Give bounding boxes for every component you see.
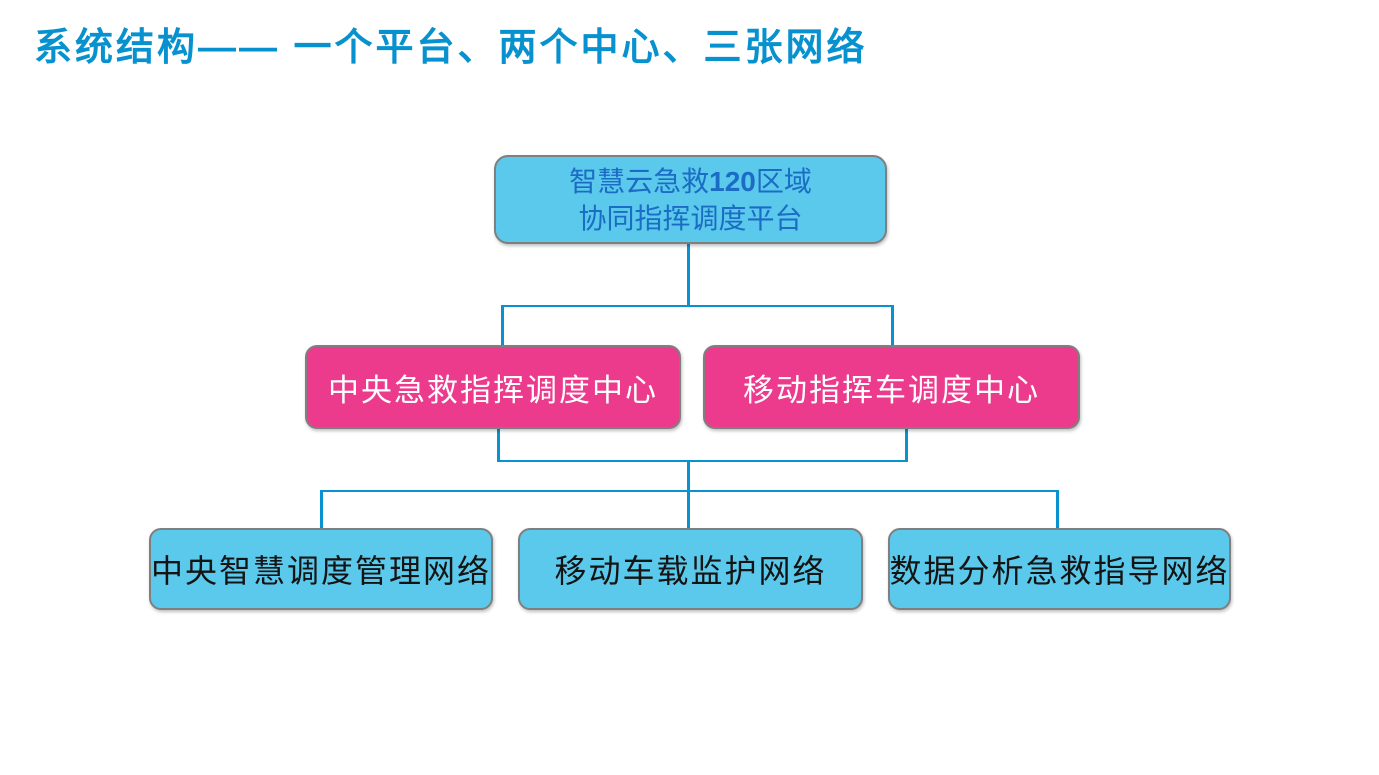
network-box-mobile-vehicle-monitoring-label: 移动车载监护网络 [554,552,827,590]
connector-middle-drop [687,460,690,528]
platform-box-line2: 协同指挥调度平台 [578,201,803,235]
connector-centers-join-horizontal [497,460,908,462]
platform-box-line1: 智慧云急救120区域 [569,163,812,200]
center-box-mobile-command: 移动指挥车调度中心 [703,345,1080,429]
network-box-central-smart-dispatch-label: 中央智慧调度管理网络 [151,552,492,590]
center-box-central-dispatch: 中央急救指挥调度中心 [305,345,681,429]
connector-network-left-drop [320,490,323,528]
platform-box-line1-number: 120 [709,165,756,197]
connector-center-left-drop [501,305,504,345]
connector-network-right-drop [1056,490,1059,528]
center-box-mobile-command-label: 移动指挥车调度中心 [743,372,1040,409]
center-box-central-dispatch-label: 中央急救指挥调度中心 [328,372,658,409]
network-box-central-smart-dispatch: 中央智慧调度管理网络 [149,528,493,610]
connector-networks-horizontal [320,490,1059,492]
connector-platform-down [687,244,690,307]
network-box-data-analysis-guidance: 数据分析急救指导网络 [888,528,1231,610]
platform-box-line1-prefix: 智慧云急救 [569,164,710,198]
connector-center-right-out [905,429,908,462]
connector-centers-horizontal [501,305,894,307]
platform-box-line1-suffix: 区域 [755,164,812,198]
platform-box: 智慧云急救120区域 协同指挥调度平台 [494,155,887,244]
network-box-data-analysis-guidance-label: 数据分析急救指导网络 [889,552,1230,590]
network-box-mobile-vehicle-monitoring: 移动车载监护网络 [518,528,863,610]
slide-title: 系统结构—— 一个平台、两个中心、三张网络 [34,27,868,69]
connector-center-right-drop [891,305,894,345]
connector-center-left-out [497,429,500,462]
